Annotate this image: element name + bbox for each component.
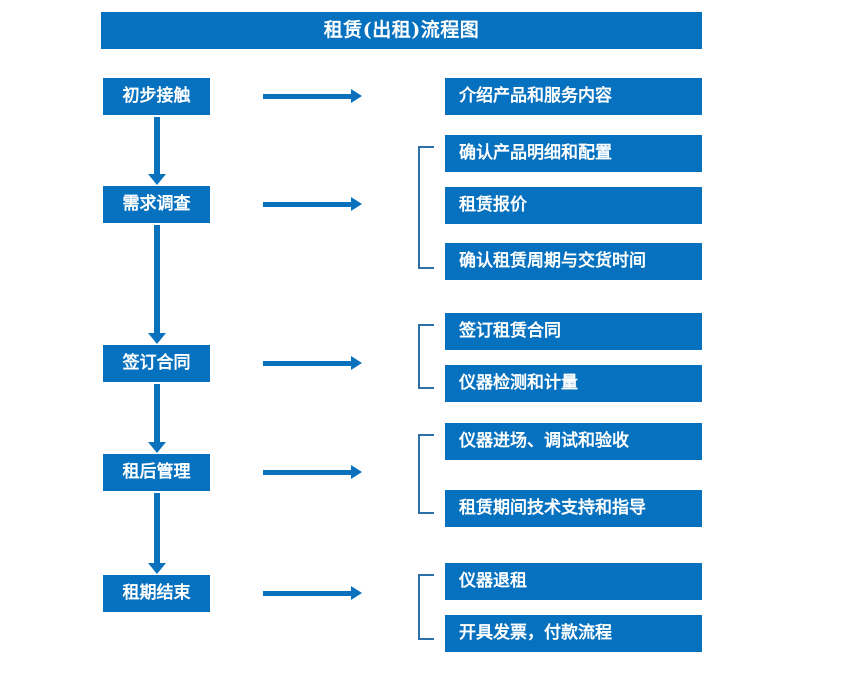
- group-bracket-icon: [418, 574, 434, 640]
- detail-box-rental-quotation[interactable]: 租赁报价: [445, 187, 702, 224]
- stage-label: 租期结束: [122, 583, 191, 603]
- arrow-right-icon: [263, 356, 362, 370]
- arrow-right-icon: [263, 465, 362, 479]
- detail-box-sign-rental-contract[interactable]: 签订租赁合同: [445, 313, 702, 350]
- group-bracket-icon: [418, 324, 434, 389]
- detail-box-invoice-payment-process[interactable]: 开具发票，付款流程: [445, 615, 702, 652]
- detail-label: 确认租赁周期与交货时间: [459, 251, 646, 271]
- page-title: 租赁(出租)流程图: [323, 19, 480, 41]
- detail-box-introduce-products-services[interactable]: 介绍产品和服务内容: [445, 78, 702, 115]
- detail-box-instrument-entry-debug-acceptance[interactable]: 仪器进场、调试和验收: [445, 423, 702, 460]
- arrow-down-icon: [148, 225, 166, 344]
- arrow-down-icon: [148, 493, 166, 574]
- stage-label: 签订合同: [122, 353, 191, 373]
- detail-label: 仪器退租: [459, 571, 527, 591]
- detail-box-confirm-product-details-config[interactable]: 确认产品明细和配置: [445, 135, 702, 172]
- detail-label: 介绍产品和服务内容: [459, 86, 612, 106]
- stage-label: 租后管理: [122, 462, 191, 482]
- stage-label: 需求调查: [122, 194, 191, 214]
- stage-box-needs-survey[interactable]: 需求调查: [103, 186, 210, 223]
- detail-label: 租赁期间技术支持和指导: [459, 498, 646, 518]
- detail-label: 开具发票，付款流程: [459, 623, 612, 643]
- detail-label: 确认产品明细和配置: [459, 143, 612, 163]
- arrow-right-icon: [263, 586, 362, 600]
- group-bracket-icon: [418, 434, 434, 514]
- stage-box-rental-end[interactable]: 租期结束: [103, 575, 210, 612]
- stage-box-post-rental-management[interactable]: 租后管理: [103, 454, 210, 491]
- detail-box-instrument-inspection-metering[interactable]: 仪器检测和计量: [445, 365, 702, 402]
- detail-label: 租赁报价: [459, 195, 527, 215]
- detail-box-technical-support-guidance[interactable]: 租赁期间技术支持和指导: [445, 490, 702, 527]
- stage-label: 初步接触: [122, 86, 191, 106]
- detail-box-confirm-rental-period-delivery[interactable]: 确认租赁周期与交货时间: [445, 243, 702, 280]
- detail-label: 仪器检测和计量: [459, 373, 578, 393]
- detail-label: 签订租赁合同: [459, 321, 561, 341]
- arrow-right-icon: [263, 197, 362, 211]
- detail-label: 仪器进场、调试和验收: [459, 431, 629, 451]
- arrow-down-icon: [148, 117, 166, 185]
- detail-box-instrument-return[interactable]: 仪器退租: [445, 563, 702, 600]
- diagram-title-bar: 租赁(出租)流程图: [101, 12, 702, 49]
- arrow-right-icon: [263, 89, 362, 103]
- stage-box-sign-contract[interactable]: 签订合同: [103, 345, 210, 382]
- group-bracket-icon: [418, 146, 434, 269]
- arrow-down-icon: [148, 384, 166, 453]
- stage-box-initial-contact[interactable]: 初步接触: [103, 78, 210, 115]
